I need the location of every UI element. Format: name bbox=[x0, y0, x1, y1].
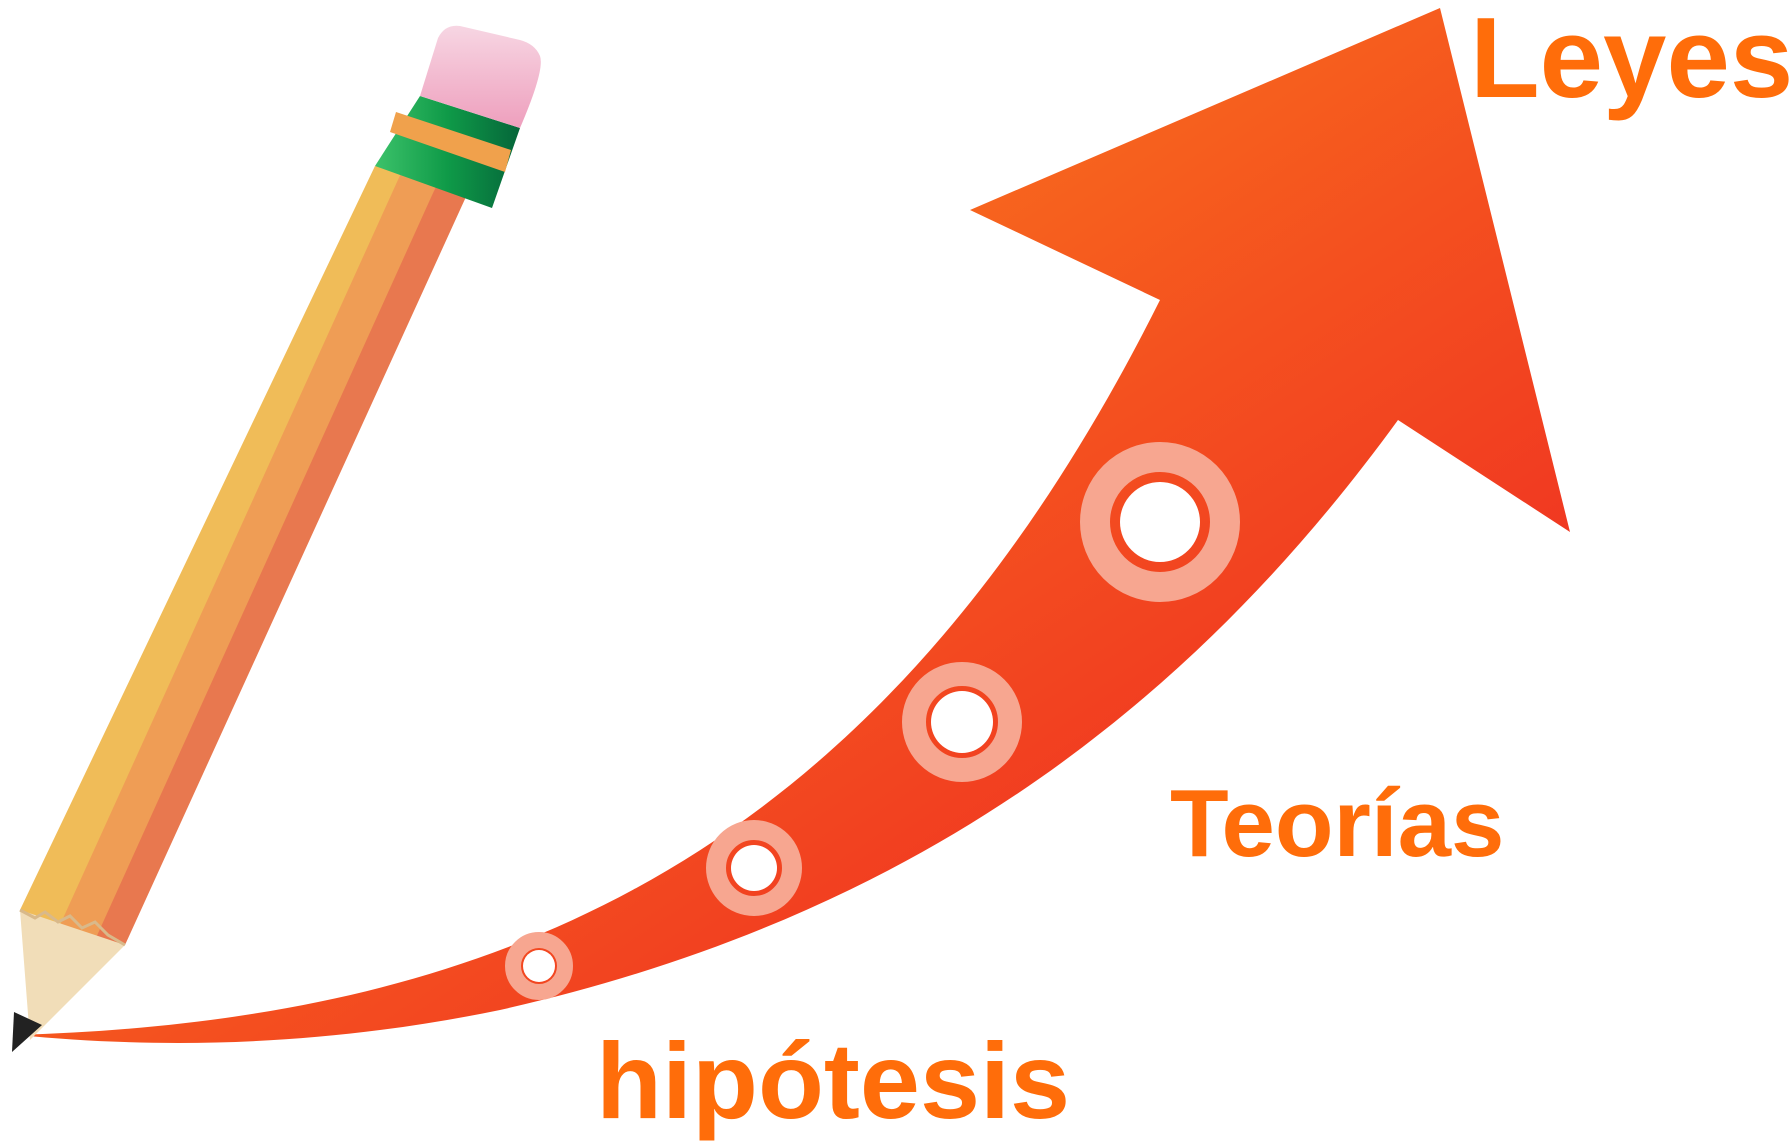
label-leyes: Leyes bbox=[1470, 2, 1790, 116]
label-teorias: Teorías bbox=[1170, 776, 1504, 872]
pencil-icon bbox=[12, 26, 541, 1052]
ring-marker-icon bbox=[513, 940, 565, 992]
label-hipotesis: hipótesis bbox=[596, 1027, 1070, 1135]
